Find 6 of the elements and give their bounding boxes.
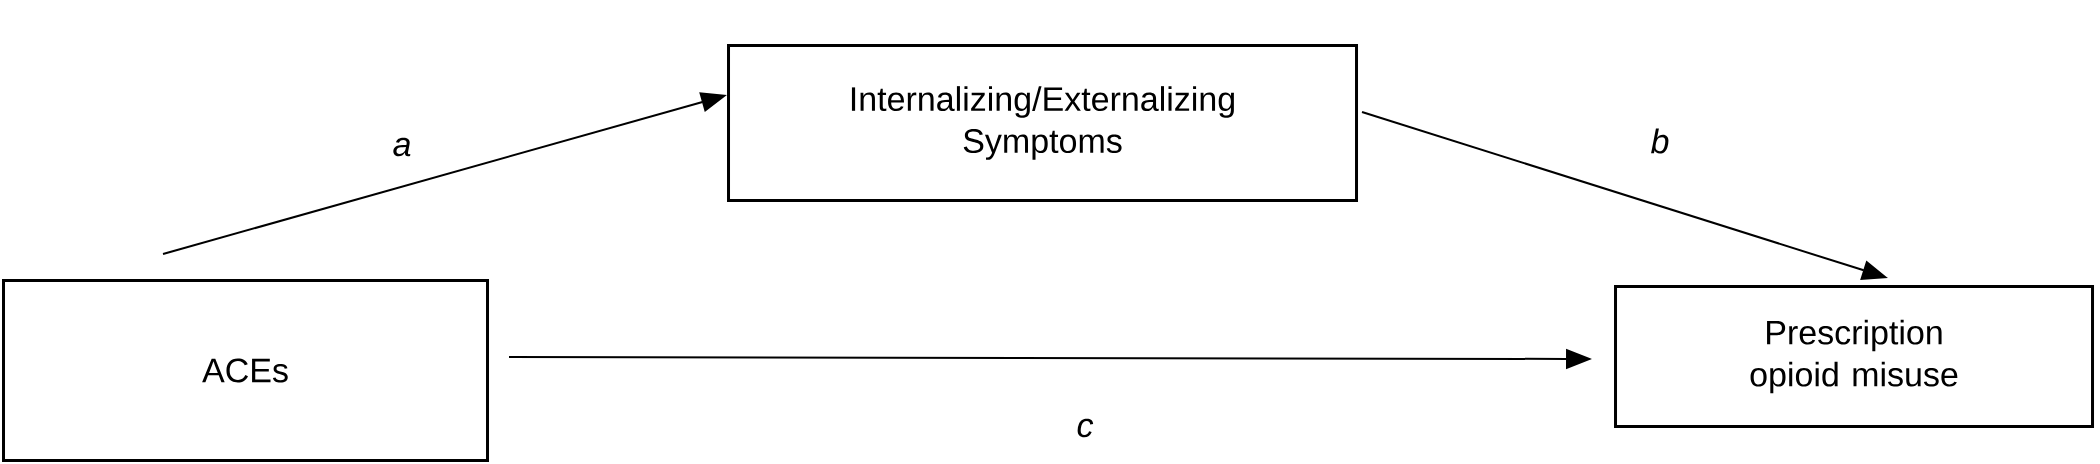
process-box: Prescription opioid misuse xyxy=(1614,285,2094,428)
edge-label: b xyxy=(1648,126,1672,156)
edge-label: a xyxy=(390,135,414,159)
process-box: Internalizing/Externalizing Symptoms xyxy=(727,44,1358,202)
process-box: ACEs xyxy=(2,279,489,462)
edge-label: c xyxy=(1074,416,1096,440)
